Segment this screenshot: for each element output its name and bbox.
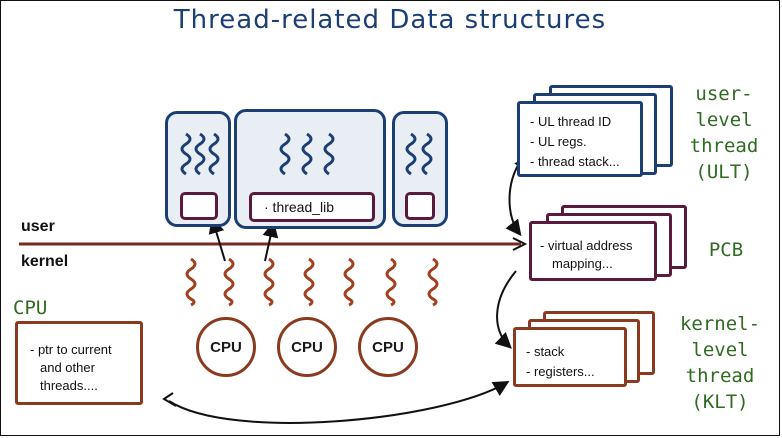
process-left <box>165 111 231 227</box>
user-level-label: user <box>21 218 55 235</box>
kernel-thread-squiggles <box>185 257 439 307</box>
thread-slot <box>405 192 435 220</box>
arrow-to-thread-lib <box>262 221 279 262</box>
cpu-panel-card: - ptr to current and other threads.... <box>15 321 143 405</box>
cpu-panel-item: and other <box>40 360 95 375</box>
cpu-panel-item: threads.... <box>40 378 98 393</box>
arrow-cpu-klt <box>168 380 510 424</box>
pcb-item: mapping... <box>552 256 613 271</box>
page-title: Thread-related Data structures <box>173 5 607 35</box>
thread-squiggles-icon <box>279 132 335 176</box>
pcb-card: - virtual address mapping... <box>529 221 657 281</box>
klt-card: - stack - registers... <box>513 327 627 387</box>
arrow-to-slot <box>208 217 226 262</box>
cpu-panel-item: - ptr to current <box>30 342 112 357</box>
thread-lib-label: · thread_lib <box>264 199 335 215</box>
pcb-label: PCB <box>708 239 744 261</box>
arrow-pcb-klt <box>494 270 517 349</box>
ult-label: user-level thread (ULT) <box>689 83 759 183</box>
thread-squiggles-icon <box>405 132 433 176</box>
thread-squiggles-icon <box>180 132 220 176</box>
cpu-panel-label: CPU <box>13 297 48 319</box>
klt-item: - stack <box>526 344 565 359</box>
process-center: · thread_lib <box>234 109 386 229</box>
cpu-circle: CPU <box>277 317 337 377</box>
klt-item: - registers... <box>526 364 595 379</box>
process-right <box>392 111 448 227</box>
ult-card: - UL thread ID - UL regs. - thread stack… <box>517 101 643 177</box>
thread-lib-box: · thread_lib <box>249 192 375 222</box>
cpu-circle: CPU <box>358 317 418 377</box>
klt-label: kernel-level thread (KLT) <box>679 313 761 413</box>
kernel-level-label: kernel <box>21 253 69 270</box>
ult-item: - UL thread ID <box>530 114 612 129</box>
ult-item: - UL regs. <box>530 134 587 149</box>
pcb-item: - virtual address <box>540 238 633 253</box>
boundary-arrowhead <box>512 237 528 251</box>
cpu-circle: CPU <box>196 317 256 377</box>
thread-slot <box>180 192 218 220</box>
ult-item: - thread stack... <box>530 154 620 169</box>
